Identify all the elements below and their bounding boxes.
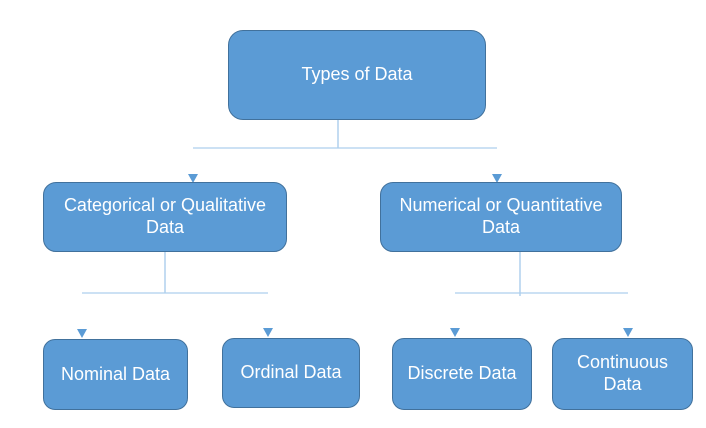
node-ordinal-label: Ordinal Data xyxy=(240,362,342,383)
node-continuous-label: Continuous Data xyxy=(576,352,669,394)
arrowhead-to-nominal xyxy=(77,329,87,338)
connector-numerical-to-children xyxy=(450,252,633,337)
arrowhead-to-discrete xyxy=(450,328,460,337)
node-categorical-qualitative-data: Categorical or Qualitative Data xyxy=(43,182,287,252)
arrowhead-to-continuous xyxy=(623,328,633,337)
node-ordinal-data: Ordinal Data xyxy=(222,338,360,408)
connector-categorical-to-children xyxy=(77,252,273,338)
node-numerical-label: Numerical or Quantitative Data xyxy=(399,195,603,237)
node-nominal-data: Nominal Data xyxy=(43,339,188,410)
node-nominal-label: Nominal Data xyxy=(60,363,171,384)
node-categorical-label: Categorical or Qualitative Data xyxy=(63,195,267,237)
node-types-of-data-label: Types of Data xyxy=(301,64,413,85)
arrowhead-to-ordinal xyxy=(263,328,273,337)
connector-root-to-level2 xyxy=(188,120,502,183)
node-discrete-data: Discrete Data xyxy=(392,338,532,410)
node-continuous-data: Continuous Data xyxy=(552,338,693,410)
node-types-of-data: Types of Data xyxy=(228,30,486,120)
node-discrete-label: Discrete Data xyxy=(407,363,517,384)
node-numerical-quantitative-data: Numerical or Quantitative Data xyxy=(380,182,622,252)
